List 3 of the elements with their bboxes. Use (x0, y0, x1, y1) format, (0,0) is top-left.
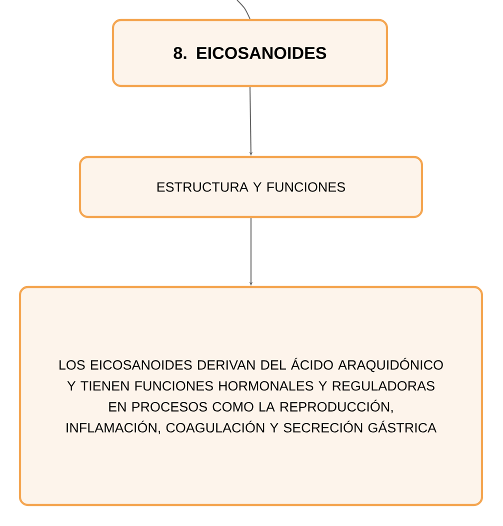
text-box: LOS EICOSANOIDES DERIVAN DEL ÁCIDO ARAQUIDÓNICO Y TIENEN FUNCIONES HORMONALES Y REGULADORAS EN PROCESOS COMO LA REPRODUCCIÓN, INFLAMACIÓN, COAGULACIÓN Y SECRECIÓN GÁSTRICA (18, 286, 484, 506)
title-box: 8. EICOSANOIDES (112, 18, 388, 88)
text-box: ESTRUCTURA Y FUNCIONES (78, 156, 424, 218)
